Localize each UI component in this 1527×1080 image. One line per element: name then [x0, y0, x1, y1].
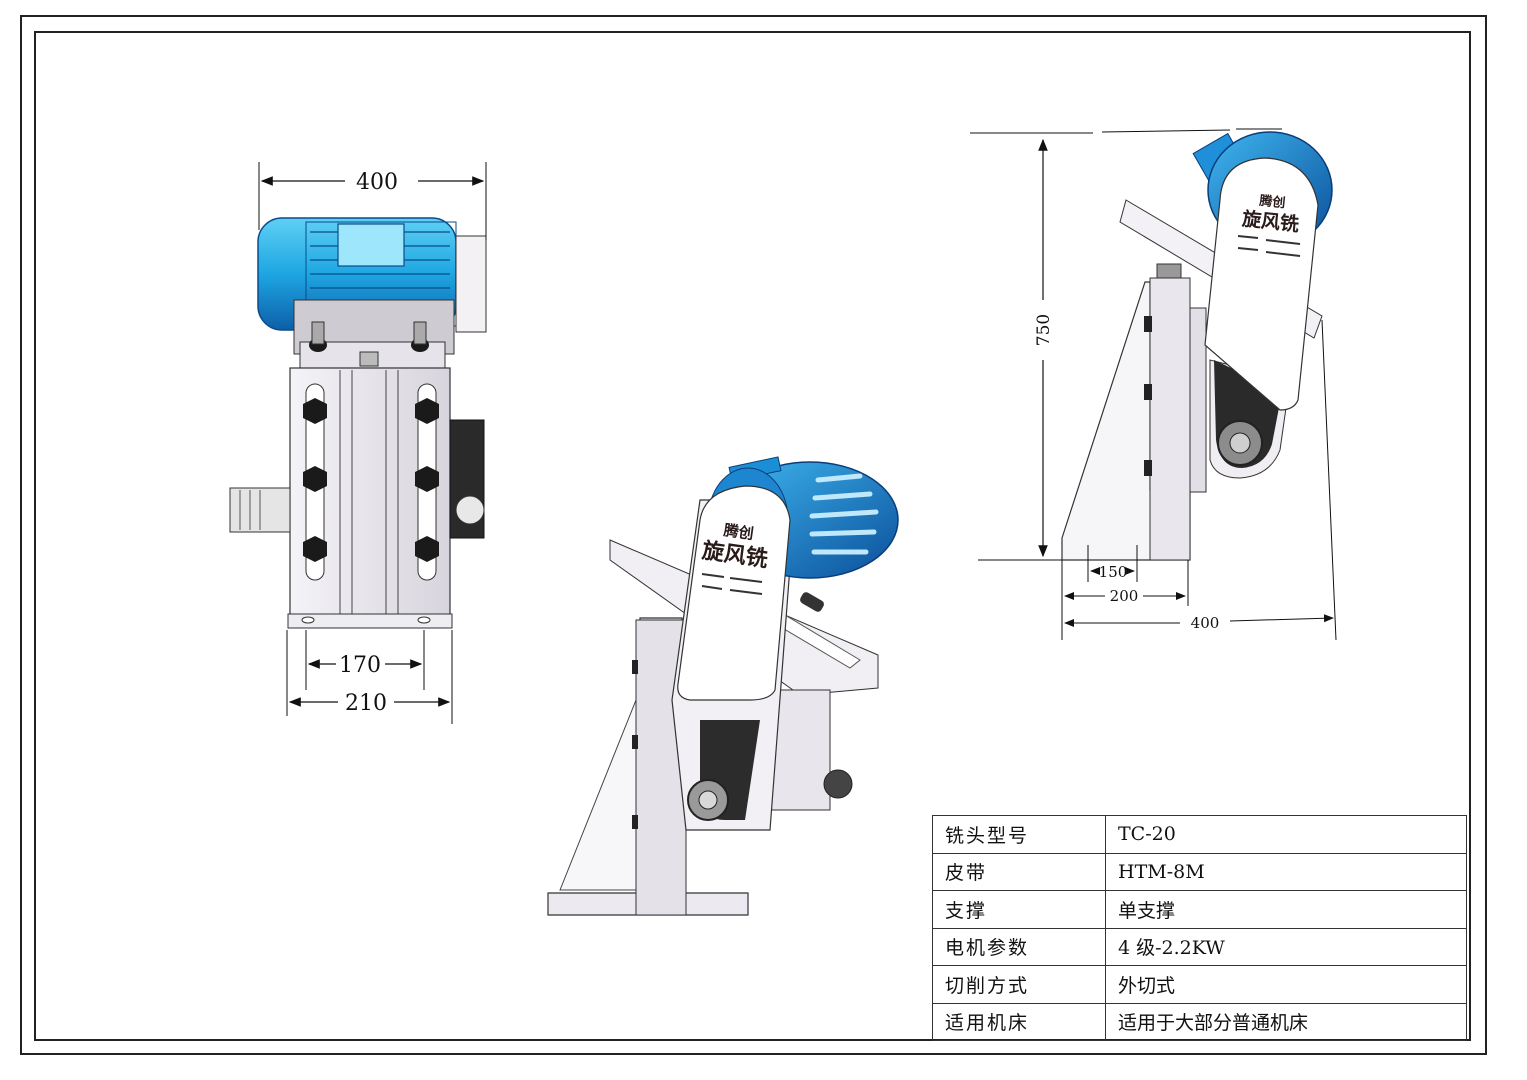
- dim-side-750: 750: [1034, 314, 1054, 346]
- spec-row: 支撑单支撑: [932, 890, 1467, 929]
- spec-row: 适用机床适用于大部分普通机床: [932, 1002, 1467, 1041]
- terminal-box: [337, 223, 405, 267]
- spec-key: 电机参数: [932, 927, 1106, 966]
- dim-side-200: 200: [1110, 587, 1139, 605]
- spec-key: 皮带: [932, 852, 1106, 891]
- spec-key: 铣头型号: [932, 815, 1106, 854]
- spec-key: 切削方式: [932, 965, 1106, 1004]
- dim-front-400: 400: [356, 170, 398, 195]
- spec-value: 外切式: [1105, 965, 1467, 1004]
- spec-value: TC-20: [1105, 815, 1467, 854]
- iso-view: 腾创 旋风铣: [547, 456, 899, 916]
- dim-front-170: 170: [339, 653, 381, 678]
- side-brand-label: 腾创: [1258, 193, 1287, 212]
- spec-value: HTM-8M: [1105, 852, 1467, 891]
- dim-side-400: 400: [1191, 614, 1220, 632]
- spec-value: 单支撑: [1105, 890, 1467, 929]
- side-view: 腾创 旋风铣 750 150 200 400: [970, 128, 1337, 641]
- inner-border: [34, 31, 1471, 1041]
- front-view: 400 170 210: [229, 162, 487, 724]
- spec-key: 支撑: [932, 890, 1106, 929]
- spec-row: 切削方式外切式: [932, 965, 1467, 1004]
- dim-side-150: 150: [1099, 563, 1128, 581]
- dim-front-210: 210: [345, 691, 387, 716]
- spec-value: 适用于大部分普通机床: [1105, 1002, 1467, 1041]
- spec-value: 4 级-2.2KW: [1105, 927, 1467, 966]
- iso-brand-label: 腾创: [722, 521, 755, 543]
- outer-border: [20, 15, 1487, 1055]
- spec-key: 适用机床: [932, 1002, 1106, 1041]
